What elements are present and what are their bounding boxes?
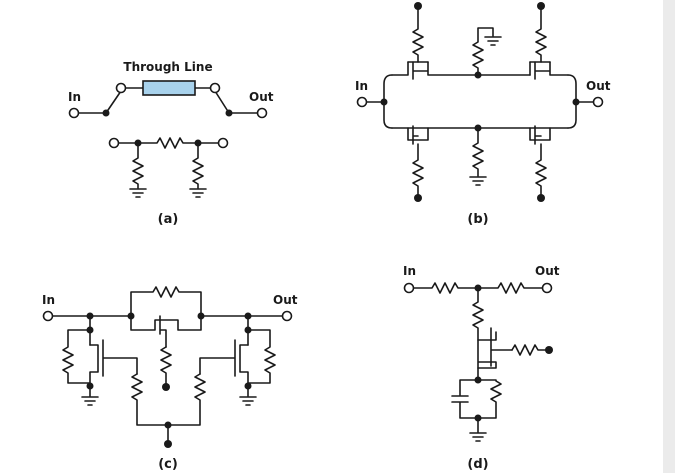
- diagram-d-out-label: Out: [535, 264, 560, 278]
- switch-contact-left-through: [115, 82, 127, 94]
- diagram-c-out-label: Out: [273, 293, 298, 307]
- control-terminal: [162, 383, 170, 391]
- diagram-b-left-rail: [383, 74, 393, 129]
- diagram-c-in-terminal: [42, 310, 54, 322]
- ground-icon: [469, 176, 487, 186]
- ground-icon: [81, 385, 99, 406]
- bridge-resistor: [130, 286, 202, 317]
- diagram-c: In Out (c): [42, 286, 298, 472]
- switch-pivot-left: [102, 109, 110, 117]
- diagram-b-right-rail: [567, 74, 577, 129]
- t-shunt-resistor: [472, 287, 484, 341]
- gate-resistors-bottom: [131, 373, 206, 426]
- shunt-resistor-bottom-center: [472, 127, 484, 177]
- shunt-resistor-left: [62, 315, 91, 384]
- pi-shunt-resistor-right: [192, 142, 204, 189]
- gate-resistor-bottom-left: [412, 143, 424, 199]
- diagram-d-out-terminal: [541, 282, 553, 294]
- right-edge-strip: [663, 0, 675, 473]
- diagram-b-out-terminal: [592, 96, 604, 108]
- fet-top-left: [391, 61, 531, 80]
- diagram-b-out-label: Out: [586, 79, 611, 93]
- diagram-b-in-label: In: [355, 79, 368, 93]
- fet-shunt: [477, 327, 513, 369]
- ground-icon: [189, 188, 207, 198]
- diagram-c-out-terminal: [281, 310, 293, 322]
- ground-icon: [484, 36, 502, 46]
- node: [244, 326, 252, 334]
- diagram-a-caption: (a): [158, 212, 179, 227]
- rc-network: [451, 367, 502, 419]
- diagram-a-out-terminal: [256, 107, 268, 119]
- node: [86, 326, 94, 334]
- fet-center: [130, 315, 202, 348]
- ground-icon: [469, 417, 487, 442]
- gate-resistor-bottom-right: [535, 143, 547, 199]
- diagram-a-in-label: In: [68, 90, 81, 104]
- control-terminal: [164, 440, 172, 448]
- diagram-a: Through Line In Out (a): [68, 60, 274, 227]
- through-line-label: Through Line: [123, 60, 212, 74]
- gate-resistor-center: [160, 346, 172, 387]
- shunt-resistor-right: [247, 315, 276, 384]
- diagram-c-caption: (c): [158, 457, 178, 472]
- control-terminal: [537, 194, 545, 202]
- gate-resistor-top-right: [535, 5, 547, 63]
- through-line-element: [142, 80, 196, 96]
- pi-shunt-resistor-left: [132, 142, 144, 189]
- diagram-d: In Out (d): [403, 264, 560, 472]
- diagram-d-in-label: In: [403, 264, 416, 278]
- switch-contact-right-attenuator: [217, 137, 229, 149]
- fet-top-right: [529, 61, 569, 80]
- diagram-a-in-terminal: [68, 107, 80, 119]
- ground-icon: [239, 385, 257, 406]
- diagram-a-out-label: Out: [249, 90, 274, 104]
- diagram-d-caption: (d): [467, 457, 488, 472]
- fet-shunt-right: [199, 339, 249, 387]
- diagram-b-in-terminal: [356, 96, 368, 108]
- fet-bottom-right: [529, 125, 551, 145]
- diagram-b-caption: (b): [467, 212, 488, 227]
- fet-bottom-left: [407, 125, 429, 145]
- pi-attenuator-series-resistor: [117, 137, 220, 149]
- gate-resistor-top-left: [412, 5, 424, 63]
- control-terminal: [545, 346, 553, 354]
- switch-contact-left-attenuator: [108, 137, 120, 149]
- control-terminal: [414, 2, 422, 10]
- diagram-d-in-terminal: [403, 282, 415, 294]
- fet-shunt-left: [89, 339, 138, 387]
- control-terminal: [414, 194, 422, 202]
- gate-resistor: [511, 344, 549, 356]
- diagram-b: In Out (b): [355, 2, 611, 227]
- ground-icon: [129, 188, 147, 198]
- switch-contact-right-through: [209, 82, 221, 94]
- diagram-c-in-label: In: [42, 293, 55, 307]
- switch-pivot-right: [225, 109, 233, 117]
- shunt-resistor-top-center: [472, 27, 494, 76]
- control-terminal: [537, 2, 545, 10]
